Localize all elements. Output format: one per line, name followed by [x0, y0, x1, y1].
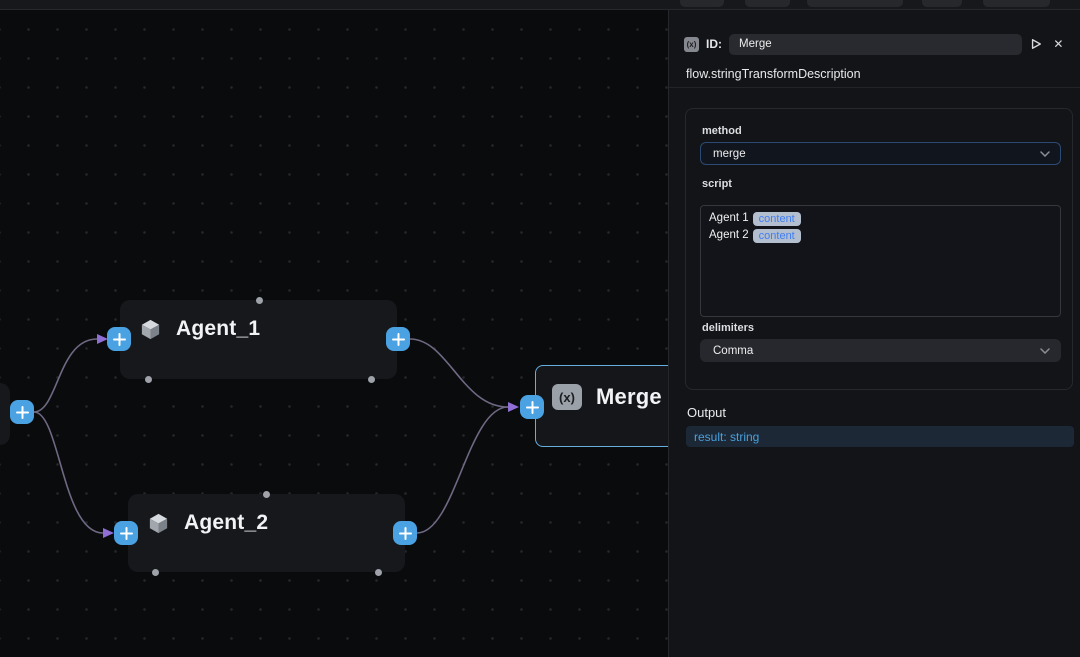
- node-handle[interactable]: [263, 491, 270, 498]
- properties-panel: (x) ID: ✕ flow.stringTransformDescriptio…: [668, 10, 1080, 657]
- plus-icon: [525, 400, 539, 414]
- add-edge-button[interactable]: [114, 521, 138, 545]
- plus-icon: [398, 526, 412, 540]
- node-handle[interactable]: [152, 569, 159, 576]
- chevron-down-icon: [1040, 150, 1050, 157]
- add-edge-button[interactable]: [10, 400, 34, 424]
- toolbar-button[interactable]: [745, 0, 790, 7]
- play-icon: [1032, 39, 1042, 49]
- plus-icon: [112, 332, 126, 346]
- id-label: ID:: [706, 37, 723, 51]
- delimiters-select[interactable]: Comma: [700, 339, 1061, 362]
- toolbar: [0, 0, 1080, 10]
- script-text: Agent 1: [709, 212, 749, 224]
- divider: [669, 87, 1080, 88]
- script-line: Agent 2 content: [709, 227, 1052, 244]
- node-handle[interactable]: [368, 376, 375, 383]
- chevron-down-icon: [1040, 347, 1050, 354]
- variable-chip[interactable]: content: [752, 228, 801, 243]
- node-id-input[interactable]: [729, 33, 1022, 55]
- cube-icon: [141, 319, 160, 339]
- plus-icon: [391, 332, 405, 346]
- close-button[interactable]: ✕: [1053, 37, 1064, 51]
- parameters-card: method merge script Agent 1 content Agen…: [685, 108, 1073, 390]
- method-label: method: [702, 125, 742, 137]
- node-agent-2[interactable]: Agent_2: [128, 494, 405, 572]
- node-handle[interactable]: [375, 569, 382, 576]
- function-icon: (x): [684, 36, 700, 52]
- node-description: flow.stringTransformDescription: [686, 67, 861, 81]
- node-title: Agent_2: [184, 511, 269, 534]
- script-label: script: [702, 178, 732, 190]
- add-edge-button[interactable]: [520, 395, 544, 419]
- method-select[interactable]: merge: [700, 142, 1061, 165]
- node-handle[interactable]: [145, 376, 152, 383]
- script-editor[interactable]: Agent 1 content Agent 2 content: [700, 205, 1061, 317]
- toolbar-button[interactable]: [983, 0, 1050, 7]
- add-edge-button[interactable]: [107, 327, 131, 351]
- method-value: merge: [713, 147, 746, 160]
- node-id-row: (x) ID: ✕: [684, 33, 1066, 55]
- variable-chip[interactable]: content: [752, 211, 801, 226]
- node-title: Agent_1: [176, 317, 261, 340]
- run-button[interactable]: [1029, 36, 1044, 52]
- cube-icon: [149, 513, 168, 533]
- script-line: Agent 1 content: [709, 210, 1052, 227]
- node-agent-1[interactable]: Agent_1: [120, 300, 397, 379]
- output-label: Output: [687, 405, 727, 420]
- add-edge-button[interactable]: [386, 327, 410, 351]
- delimiters-value: Comma: [713, 344, 754, 357]
- add-edge-button[interactable]: [393, 521, 417, 545]
- delimiters-label: delimiters: [702, 322, 754, 334]
- node-source-partial[interactable]: [0, 383, 10, 445]
- toolbar-button[interactable]: [922, 0, 962, 7]
- node-title: Merge: [596, 384, 662, 409]
- script-text: Agent 2: [709, 229, 749, 241]
- output-result[interactable]: result: string: [686, 426, 1074, 447]
- node-handle[interactable]: [256, 297, 263, 304]
- toolbar-button[interactable]: [680, 0, 724, 7]
- plus-icon: [119, 526, 133, 540]
- plus-icon: [15, 405, 29, 419]
- function-icon: (x): [552, 384, 582, 410]
- toolbar-button[interactable]: [807, 0, 903, 7]
